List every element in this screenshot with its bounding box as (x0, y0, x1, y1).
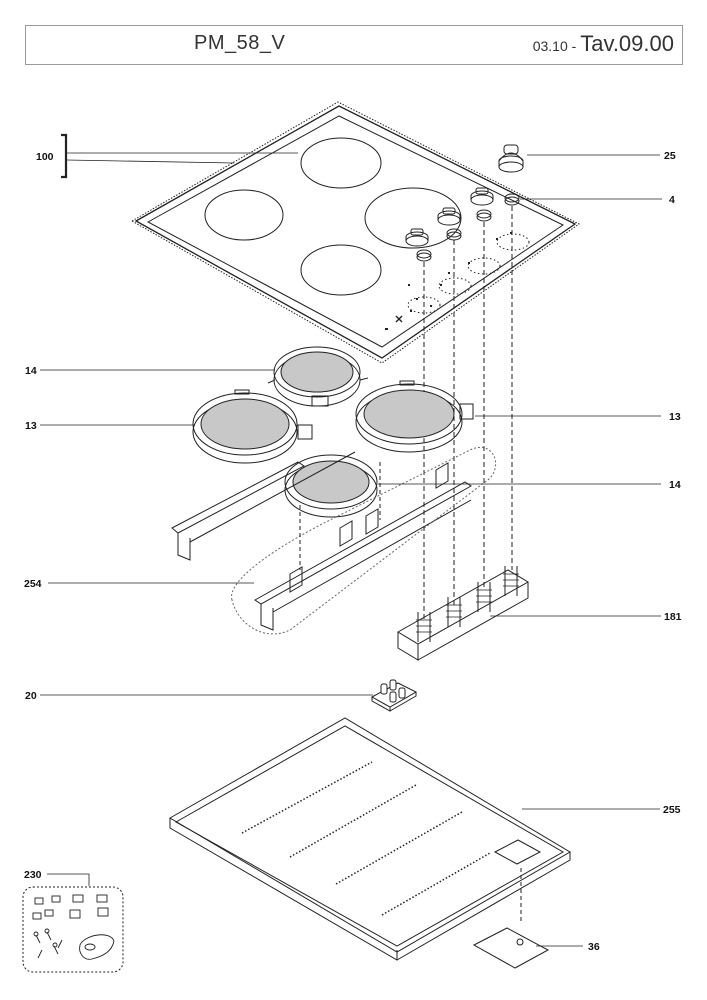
knob-4 (498, 144, 524, 173)
label-14-back: 14 (25, 365, 37, 377)
cooking-zone-front-left (204, 189, 284, 241)
cooking-zone-back-left (300, 137, 382, 189)
label-14-front: 14 (669, 479, 681, 491)
label-255: 255 (663, 804, 681, 816)
cover-plate (472, 868, 550, 969)
reference-separator: - (567, 38, 581, 54)
label-4: 4 (669, 194, 675, 206)
knob-1 (405, 228, 429, 247)
label-25: 25 (664, 150, 676, 162)
label-20: 20 (25, 690, 37, 702)
shaft-axis-lines (423, 206, 513, 620)
label-36: 36 (588, 941, 600, 953)
label-13-right: 13 (669, 411, 681, 423)
heating-element-right (355, 380, 474, 453)
label-181: 181 (664, 611, 682, 623)
heating-element-back-left (267, 346, 369, 407)
part-labels: 100 25 4 14 13 13 14 254 181 20 255 230 … (24, 150, 682, 953)
label-254: 254 (24, 578, 42, 590)
cooking-zone-right (364, 187, 462, 249)
title-box: PM_58_V 03.10 - Tav.09.00 (25, 25, 683, 65)
heating-element-front (284, 454, 378, 518)
control-knobs (405, 144, 524, 247)
table-number: Tav.09.00 (580, 31, 674, 56)
revision-date: 03.10 (532, 38, 568, 54)
bottom-casing (169, 717, 571, 961)
cooking-zone-front (300, 244, 382, 296)
leader-lines (40, 133, 662, 947)
knob-rings (416, 193, 520, 262)
knob-3 (470, 187, 494, 206)
knob-2 (437, 207, 461, 226)
label-100: 100 (36, 151, 54, 163)
label-230: 230 (24, 869, 42, 881)
switch-assembly (397, 566, 529, 661)
support-brackets (171, 447, 497, 635)
label-13-left: 13 (25, 420, 37, 432)
terminal-block (370, 679, 418, 712)
model-code: PM_58_V (194, 32, 286, 54)
heating-element-front-left (192, 389, 313, 464)
accessory-kit (22, 886, 124, 973)
ceramic-hob-top (130, 101, 580, 364)
table-reference: 03.10 - Tav.09.00 (533, 31, 674, 57)
